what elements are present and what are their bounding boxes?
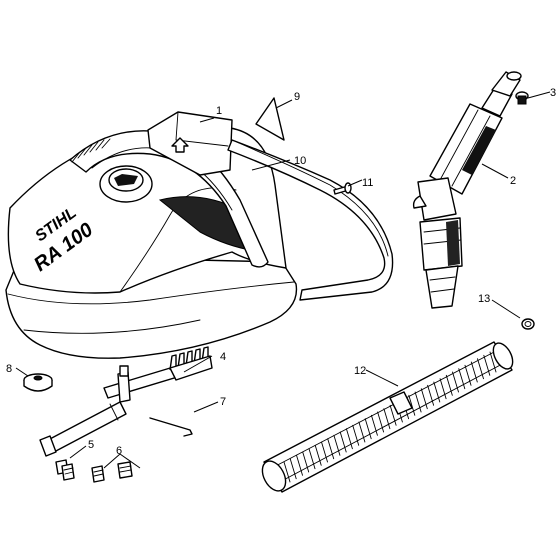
bristle-rib xyxy=(420,388,428,410)
bristle-rib xyxy=(302,451,310,473)
bristle-rib xyxy=(321,441,328,463)
bristle-rib xyxy=(458,368,466,390)
callout-11: 11 xyxy=(362,177,373,189)
callout-3: 3 xyxy=(550,87,556,99)
bristle-rib xyxy=(296,454,303,476)
callout-8: 8 xyxy=(6,363,12,375)
bristle-rib xyxy=(364,418,372,440)
callout-2: 2 xyxy=(510,175,516,187)
spray-arm xyxy=(39,346,213,457)
bristle-rib xyxy=(452,371,459,393)
bristle-rib xyxy=(427,384,435,406)
bristle-rib xyxy=(352,424,360,446)
surface-cleaner-housing: STIHL RA 100 xyxy=(5,111,298,359)
callout-4: 4 xyxy=(220,351,226,363)
bristle-rib xyxy=(333,434,341,456)
bristle-rib xyxy=(477,358,484,380)
callout-1: 1 xyxy=(216,105,222,117)
nozzles xyxy=(61,461,133,483)
bristle-rib xyxy=(389,404,397,426)
bristle-rib xyxy=(358,421,366,443)
callout-5: 5 xyxy=(88,439,94,451)
bristle-rib xyxy=(308,448,316,470)
bristle-rib xyxy=(370,414,378,436)
bristle-rib xyxy=(408,394,416,416)
hex-key xyxy=(149,417,193,437)
bristle-rib xyxy=(345,428,353,450)
bristle-rib xyxy=(489,351,497,373)
triangle-label xyxy=(255,97,285,141)
bristle-rib xyxy=(339,431,347,453)
callout-9: 9 xyxy=(294,91,300,103)
bristle-rib xyxy=(377,411,385,433)
bristle-rib xyxy=(445,374,453,396)
nipple-fitting xyxy=(515,91,529,105)
callout-13: 13 xyxy=(478,293,490,305)
screw xyxy=(333,182,352,195)
callout-6: 6 xyxy=(116,445,122,457)
bristle-rib xyxy=(314,444,322,466)
callout-10: 10 xyxy=(294,155,306,167)
bristle-rib xyxy=(289,458,297,480)
bristle-rib xyxy=(464,364,472,386)
bristle-rib xyxy=(383,408,391,430)
brush-roller xyxy=(261,341,514,493)
bristle-rib xyxy=(483,354,491,376)
bristle-rib xyxy=(283,461,291,483)
bristle-rib xyxy=(439,378,447,400)
callout-7: 7 xyxy=(220,396,226,408)
bristle-rib xyxy=(470,361,478,383)
bristle-rib xyxy=(327,438,335,460)
bristle-rib xyxy=(414,391,422,413)
knob-nut xyxy=(23,373,53,392)
lance-adapter xyxy=(412,71,522,309)
roller-nipple xyxy=(521,318,535,330)
bristle-rib xyxy=(433,381,441,403)
callout-12: 12 xyxy=(354,365,366,377)
rubber-strip xyxy=(227,139,394,301)
